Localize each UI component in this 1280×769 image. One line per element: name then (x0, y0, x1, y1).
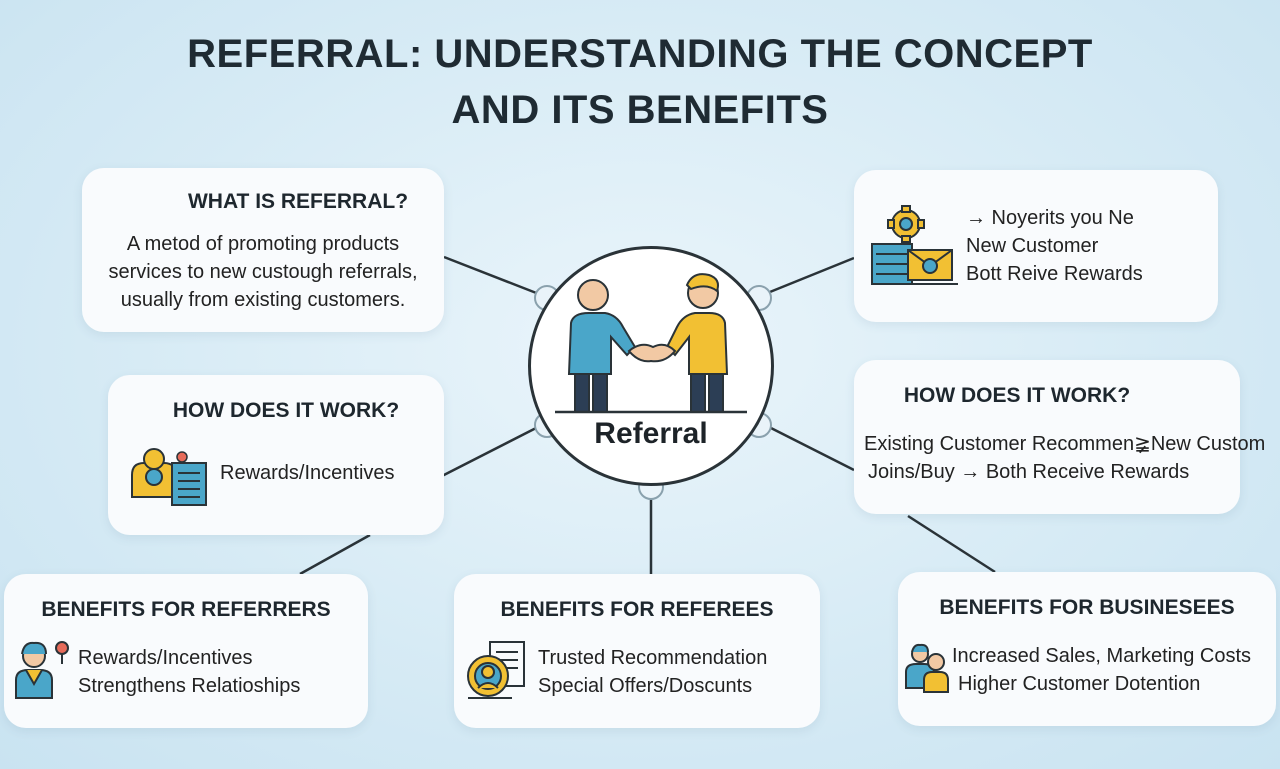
hub-knob (746, 285, 772, 311)
connector-referrers (299, 533, 371, 576)
card-text-line: Bott Reive Rewards (966, 263, 1143, 285)
card-how-does-it-work-left: HOW DOES IT WORK? Rewards/Incentives (108, 375, 444, 535)
connector-how-left (439, 424, 541, 479)
card-heading: HOW DOES IT WORK? (172, 399, 400, 422)
connector-how-right (764, 423, 855, 472)
card-text-line: Joins/Buy → Both Receive Rewards (868, 461, 1190, 483)
card-text-line: services to new custough referrals, (108, 261, 418, 283)
card-benefits-businesses: BENEFITS FOR BUSINESEES Increased Sales,… (898, 572, 1276, 726)
card-text-line: Existing Customer Recommen≩New Custom (864, 433, 1266, 455)
gear-laptop-icon (871, 205, 958, 285)
title-line-2: AND ITS BENEFITS (451, 88, 829, 132)
card-what-is-referral: WHAT IS REFERRAL? A metod of promoting p… (82, 168, 444, 332)
card-text-line: Special Offers/Doscunts (538, 675, 753, 697)
card-heading: BENEFITS FOR REFEREES (500, 598, 774, 621)
referral-hub: Referral (528, 246, 774, 486)
connector-businesses (907, 514, 996, 574)
card-text-line: Strengthens Relatioships (78, 675, 301, 697)
card-new-customer: → Noyerits you Ne New Customer Bott Reiv… (854, 170, 1218, 322)
handshake-icon (555, 273, 747, 414)
card-text-line: Trusted Recommendation (538, 647, 768, 669)
card-how-does-it-work-right: HOW DOES IT WORK? Existing Customer Reco… (854, 360, 1265, 514)
card-text-line: usually from existing customers. (120, 289, 406, 311)
card-heading: HOW DOES IT WORK? (903, 384, 1131, 407)
card-benefits-referrers: BENEFITS FOR REFERRERS Rewards/Incentive… (4, 574, 368, 728)
card-text-line: Rewards/Incentives (78, 647, 253, 669)
connector-new-customer (759, 256, 855, 298)
hub-label: Referral (594, 417, 708, 450)
connector-what (443, 255, 545, 298)
referee-badge-icon (467, 641, 525, 699)
card-heading: BENEFITS FOR REFERRERS (41, 598, 331, 621)
page-title: REFERRAL: UNDERSTANDING THE CONCEPT AND … (0, 26, 1280, 138)
referrer-person-icon (15, 641, 69, 699)
card-heading: BENEFITS FOR BUSINESEES (939, 596, 1235, 619)
card-benefits-referees: BENEFITS FOR REFEREES Trusted Recommenda… (454, 574, 820, 728)
card-text-line: Increased Sales, Marketing Costs (952, 645, 1252, 667)
rewards-person-icon (131, 448, 207, 506)
card-heading: WHAT IS REFERRAL? (187, 190, 409, 213)
card-text-line: → Noyerits you Ne (966, 207, 1134, 229)
card-text-line: New Customer (966, 235, 1099, 257)
business-people-icon (905, 643, 949, 693)
card-text-line: A metod of promoting products (126, 233, 400, 255)
title-line-1: REFERRAL: UNDERSTANDING THE CONCEPT (187, 32, 1093, 76)
card-text-line: Rewards/Incentives (220, 462, 395, 484)
card-text-line: Higher Customer Dotention (958, 673, 1201, 695)
